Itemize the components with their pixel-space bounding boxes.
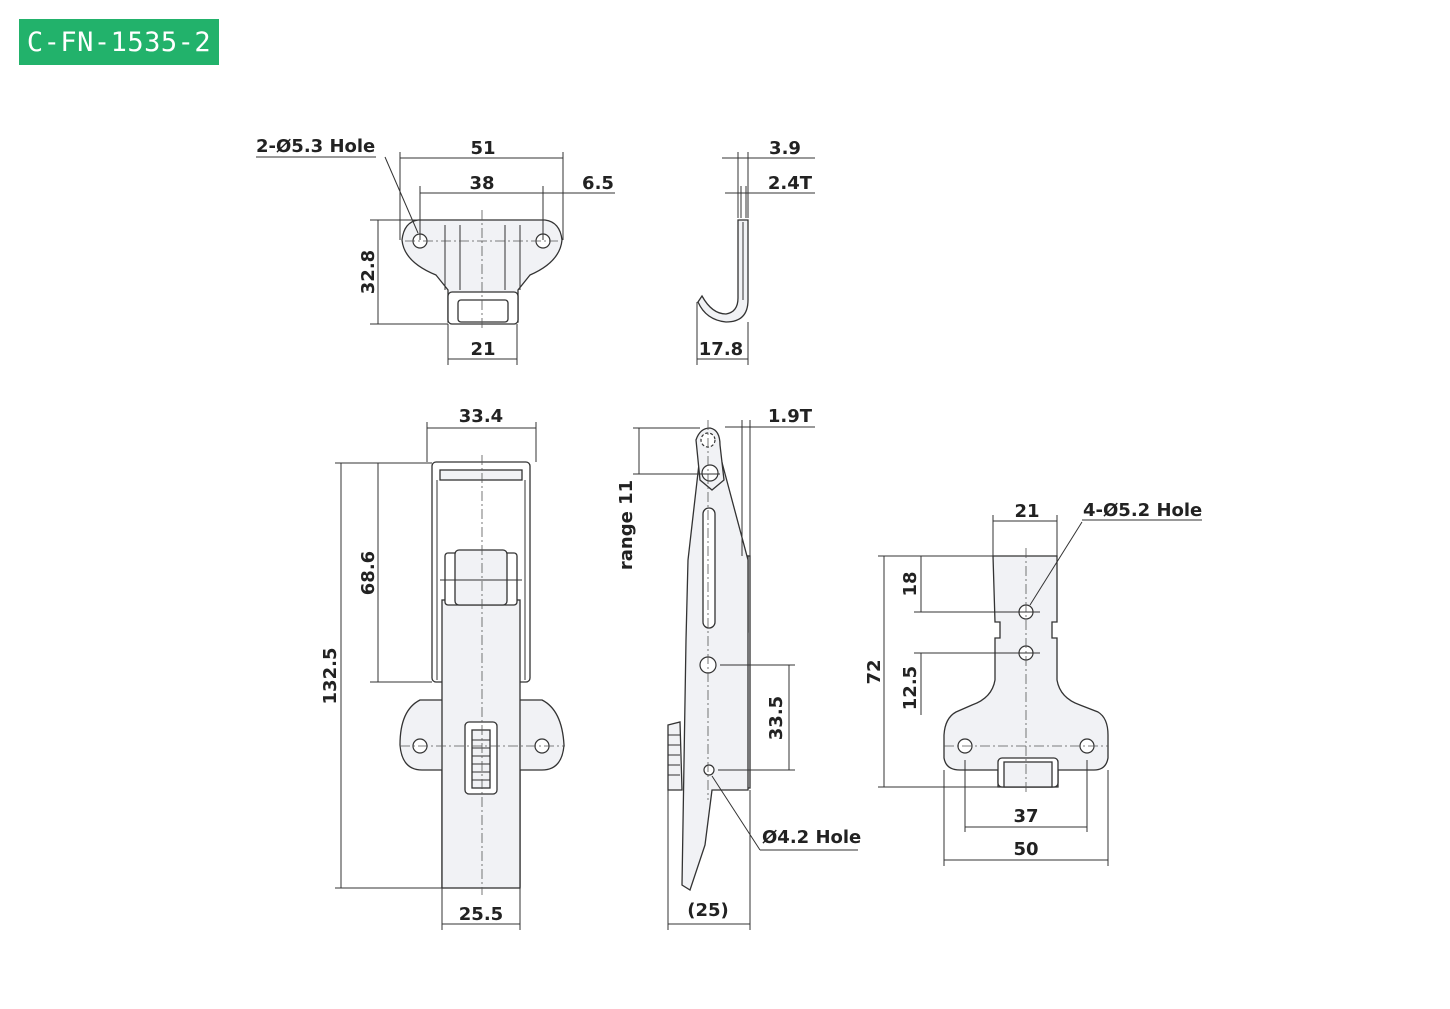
part-code-label: C-FN-1535-2 (26, 26, 212, 58)
dim-50-label: 50 (1013, 839, 1038, 860)
side-view-latch: 1.9T range 11 33.5 Ø4.2 Hole (25) (616, 406, 861, 930)
top-view-catch-plate: 2-Ø5.3 Hole 51 38 6.5 32.8 21 (256, 136, 615, 365)
base-plate-view: 21 4-Ø5.2 Hole 18 72 12.5 37 50 (864, 500, 1202, 866)
dim-32-8-label: 32.8 (358, 250, 379, 294)
dim-3-9-label: 3.9 (769, 138, 801, 159)
dim-1-9t-label: 1.9T (768, 406, 813, 427)
dim-17-8-label: 17.8 (699, 339, 743, 360)
hole-callout-side-label: Ø4.2 Hole (762, 827, 861, 848)
dim-21-top-label: 21 (470, 339, 495, 360)
dim-2-4t-label: 2.4T (768, 173, 813, 194)
dim-68-6-label: 68.6 (358, 551, 379, 595)
dim-37-label: 37 (1013, 806, 1038, 827)
dim-range-11-label: range 11 (616, 480, 637, 570)
dim-132-5-label: 132.5 (320, 648, 341, 705)
part-code-badge: C-FN-1535-2 (19, 19, 219, 65)
hole-callout-plate-label: 4-Ø5.2 Hole (1083, 500, 1202, 521)
dim-72-label: 72 (864, 659, 885, 684)
dim-25-5-label: 25.5 (459, 904, 503, 925)
dim-18-label: 18 (900, 571, 921, 596)
dim-6-5-label: 6.5 (582, 173, 614, 194)
dim-25-label: (25) (687, 900, 729, 921)
front-view-latch: 33.4 68.6 132.5 25.5 (320, 406, 565, 930)
dim-21-plate-label: 21 (1014, 501, 1039, 522)
dim-38-label: 38 (469, 173, 494, 194)
dim-51-label: 51 (470, 138, 495, 159)
hole-callout-top-label: 2-Ø5.3 Hole (256, 136, 375, 157)
dim-33-4-label: 33.4 (459, 406, 503, 427)
hook-side-view: 3.9 2.4T 17.8 (696, 138, 815, 365)
dim-33-5-label: 33.5 (766, 696, 787, 740)
dim-12-5-label: 12.5 (900, 666, 921, 710)
